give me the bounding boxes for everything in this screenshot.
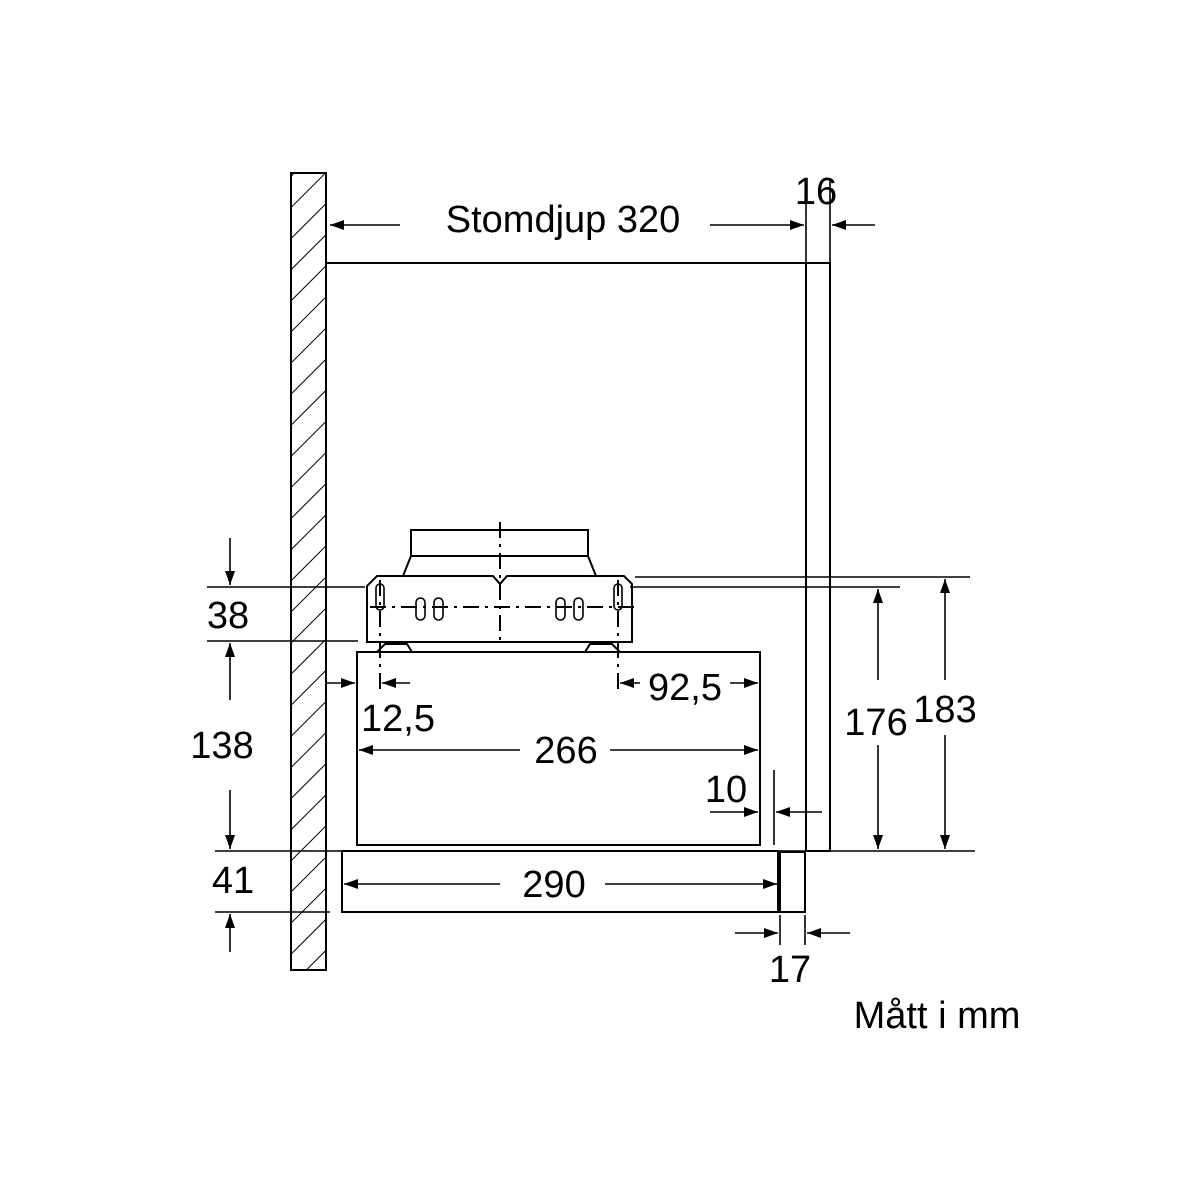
- dim-10-label: 10: [705, 769, 747, 811]
- dim-12-5-label: 12,5: [361, 698, 435, 740]
- dim-290-label: 290: [522, 864, 585, 906]
- dim-176-label: 176: [844, 702, 907, 744]
- extension-lines: [207, 180, 975, 945]
- dim-17-label: 17: [769, 949, 811, 991]
- dim-41-label: 41: [212, 860, 254, 902]
- dim-92-5-label: 92,5: [648, 667, 722, 709]
- dim-183-label: 183: [913, 689, 976, 731]
- dim-138-label: 138: [190, 725, 253, 767]
- dim-38-label: 38: [207, 595, 249, 637]
- panel-thickness-label: 16: [795, 171, 837, 213]
- hood-body: [356, 651, 761, 846]
- units-note: Mått i mm: [854, 995, 1021, 1037]
- keyhole-slot-icons: [375, 583, 623, 621]
- front-panel: [779, 851, 806, 913]
- dim-266-label: 266: [534, 730, 597, 772]
- depth-label: Stomdjup 320: [446, 199, 681, 241]
- wall: [290, 172, 327, 971]
- dimension-arrows: [225, 220, 950, 952]
- blower-unit: [366, 522, 640, 690]
